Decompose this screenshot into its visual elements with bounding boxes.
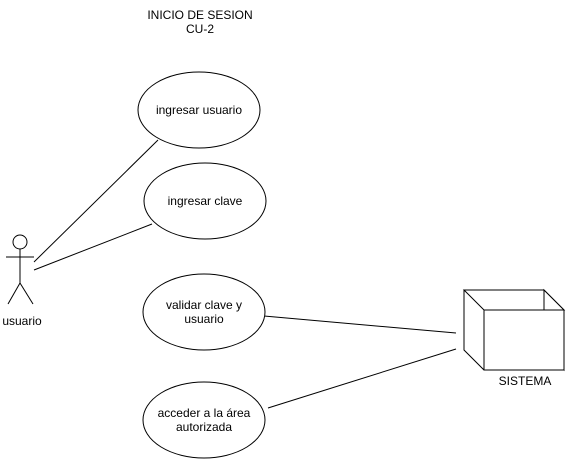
use-case-validar-clave-shape[interactable] (142, 273, 266, 351)
use-case-ingresar-usuario-shape[interactable] (137, 71, 261, 149)
system-node-label: SISTEMA (498, 374, 552, 388)
association-usuario-ingresar-usuario[interactable] (33, 139, 159, 263)
association-usuario-ingresar-clave[interactable] (33, 223, 153, 271)
system-node-box-icon[interactable] (462, 288, 566, 372)
diagram-title-line2: CU-2 (185, 22, 214, 36)
actor-stick-figure-icon[interactable] (6, 234, 34, 305)
use-case-ingresar-clave-label: ingresar clave (167, 194, 243, 208)
use-case-ingresar-clave-shape[interactable] (143, 162, 267, 240)
association-acceder-sistema[interactable] (267, 348, 457, 409)
diagram-title-line1: INICIO DE SESION (147, 8, 253, 22)
use-case-validar-clave-label: validar clave y usuario (165, 298, 243, 326)
actor-label: usuario (2, 314, 42, 328)
use-case-acceder-area-label: acceder a la área autorizada (157, 406, 251, 434)
use-case-acceder-area-shape[interactable] (142, 381, 266, 459)
diagram-title: INICIO DE SESION CU-2 (120, 8, 280, 36)
use-case-ingresar-usuario-label: ingresar usuario (155, 103, 243, 117)
association-validar-sistema[interactable] (263, 315, 457, 334)
